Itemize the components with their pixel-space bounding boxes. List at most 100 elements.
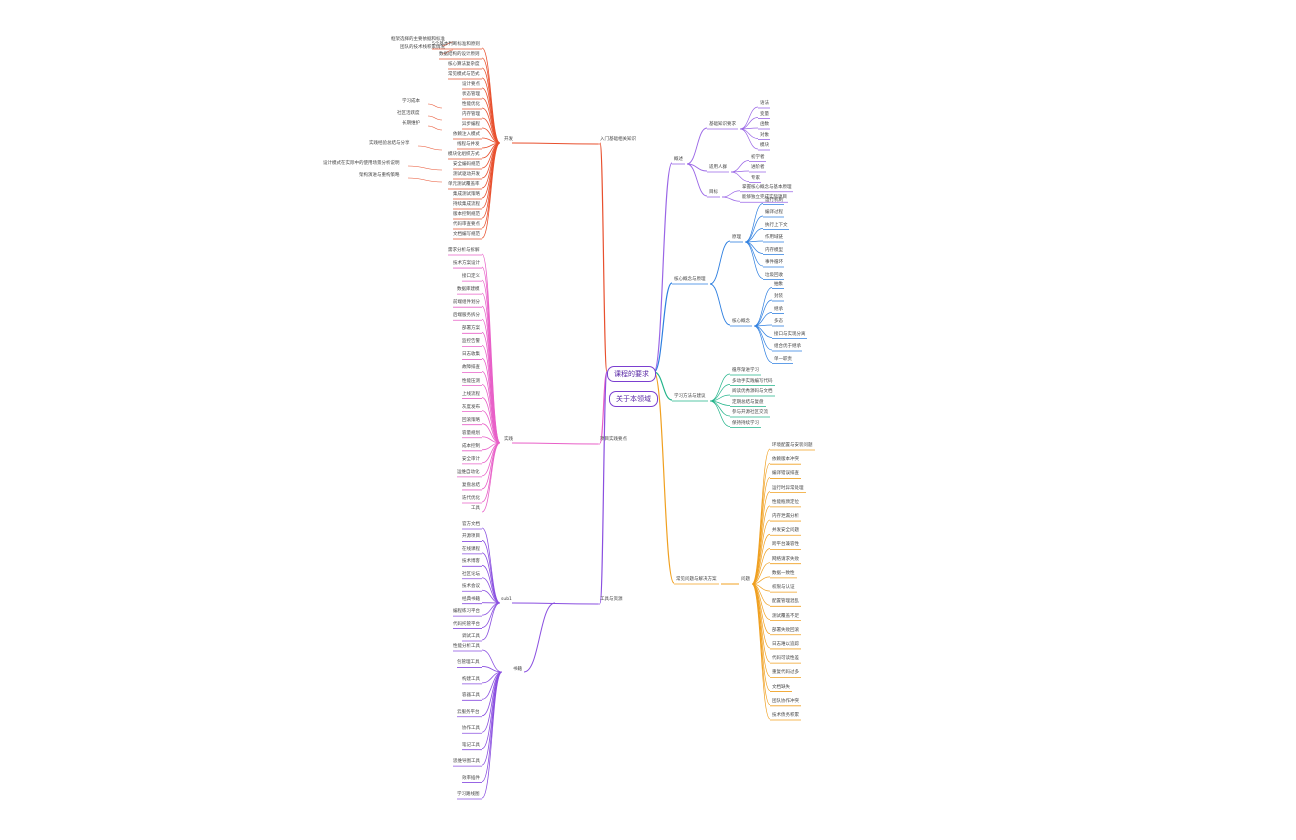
branch-node[interactable]: 核心概念与原理 (674, 277, 706, 282)
leaf-node[interactable]: 后端服务拆分 (453, 313, 480, 319)
leaf-node[interactable]: 官方文档 (462, 522, 480, 527)
leaf-node[interactable]: 依赖注入模式 (453, 132, 480, 137)
leaf-node[interactable]: 内存泄漏分析 (772, 514, 799, 520)
leaf-node[interactable]: 常见模式与范式 (448, 72, 480, 77)
sub-branch-node[interactable]: sub1 (501, 597, 512, 602)
leaf-node[interactable]: 继承 (774, 306, 783, 312)
leaf-node[interactable]: 并发安全问题 (772, 528, 799, 534)
leaf-node[interactable]: 团队协作冲突 (772, 698, 799, 704)
leaf-node[interactable]: 进阶者 (751, 165, 765, 170)
leaf-node[interactable]: 状态管理 (462, 92, 480, 97)
leaf-node[interactable]: 网络请求失败 (772, 556, 799, 562)
leaf-node[interactable]: 编程练习平台 (453, 609, 480, 615)
leaf-node[interactable]: 日志收集 (462, 352, 480, 358)
leaf-node[interactable]: 效率插件 (462, 775, 480, 781)
group-node[interactable]: 原理 (732, 235, 741, 240)
leaf-node[interactable]: 异步编程 (462, 122, 480, 127)
leaf-node[interactable]: 文档编写规范 (453, 232, 480, 237)
leaf-node[interactable]: 容器工具 (462, 693, 480, 699)
branch-node[interactable]: 项目实践要点 (600, 437, 627, 442)
leaf-node[interactable]: 技术会议 (462, 584, 480, 590)
leaf-node[interactable]: 技术博客 (462, 559, 480, 565)
sub-branch-node[interactable]: 问题 (741, 577, 750, 582)
leaf-node[interactable]: 变量 (760, 111, 769, 117)
leaf-node[interactable]: 日志难以追踪 (772, 641, 799, 647)
group-node[interactable]: 核心概念 (732, 319, 750, 324)
leaf-node[interactable]: 垃圾回收 (765, 272, 783, 278)
leaf-node[interactable]: 容量规划 (462, 430, 480, 436)
leaf-node[interactable]: 环境配置与安装问题 (772, 443, 813, 448)
leaf-node[interactable]: 数据库建模 (457, 287, 480, 293)
leaf-node[interactable]: 参与开源社区交流 (732, 410, 768, 415)
leaf-node[interactable]: 核心算法复杂度 (448, 62, 480, 67)
leaf-node[interactable]: 封装 (774, 294, 783, 299)
root-subtitle-node[interactable]: 关于本领域 (609, 391, 658, 407)
leaf-node[interactable]: 多动手实践编写代码 (732, 378, 773, 384)
leaf-node[interactable]: 回滚策略 (462, 417, 480, 423)
leaf-node[interactable]: 事件循环 (765, 260, 783, 265)
sub-branch-node[interactable]: 实践 (504, 437, 513, 442)
leaf-node[interactable]: 技术债务积累 (772, 713, 799, 718)
leaf-node[interactable]: 专家 (751, 175, 760, 181)
leaf-node[interactable]: 编译过程 (765, 210, 783, 215)
leaf-node[interactable]: 安全编码规范 (453, 162, 480, 167)
leaf-node[interactable]: 组合优于继承 (774, 344, 801, 349)
leaf-node[interactable]: 笔记工具 (462, 742, 480, 748)
leaf-node[interactable]: 性能优化 (462, 102, 480, 107)
leaf-node[interactable]: 学习路线图 (457, 792, 480, 797)
note-node[interactable]: 实践经验总结与分享 (369, 141, 410, 146)
leaf-node[interactable]: 权限与认证 (772, 585, 795, 591)
leaf-node[interactable]: 5个基本判断标准和原则 (432, 42, 480, 47)
branch-node[interactable]: 学习方法与建议 (674, 394, 706, 399)
leaf-node[interactable]: 迭代优化 (462, 496, 480, 501)
note-node[interactable]: 社区活跃度 (397, 111, 420, 116)
leaf-node[interactable]: 掌握核心概念与基本原理 (742, 184, 792, 190)
note-node[interactable]: 团队的技术栈积累情况 (400, 45, 445, 50)
leaf-node[interactable]: 抽象 (774, 281, 783, 287)
branch-node[interactable]: 常见问题与解决方案 (676, 577, 717, 582)
leaf-node[interactable]: 部署失败回滚 (772, 627, 799, 633)
leaf-node[interactable]: 成本控制 (462, 443, 480, 449)
leaf-node[interactable]: 技术方案设计 (453, 261, 480, 267)
leaf-node[interactable]: 文档缺失 (772, 684, 790, 690)
leaf-node[interactable]: 对象 (760, 132, 769, 138)
leaf-node[interactable]: 性能瓶颈定位 (772, 499, 799, 505)
leaf-node[interactable]: 代码托管平台 (453, 621, 480, 627)
leaf-node[interactable]: 作用域链 (765, 235, 783, 240)
leaf-node[interactable]: 安全审计 (462, 456, 480, 462)
leaf-node[interactable]: 配置管理混乱 (772, 599, 799, 605)
leaf-node[interactable]: 初学者 (751, 154, 765, 160)
leaf-node[interactable]: 前端组件划分 (453, 300, 480, 306)
leaf-node[interactable]: 性能压测 (462, 378, 480, 384)
sub-branch-node[interactable]: 书籍 (513, 667, 522, 672)
leaf-node[interactable]: 灰度发布 (462, 404, 480, 410)
leaf-node[interactable]: 集成测试策略 (453, 192, 480, 197)
leaf-node[interactable]: 构建工具 (462, 676, 480, 682)
leaf-node[interactable]: 故障排查 (462, 365, 480, 371)
group-node[interactable]: 适用人群 (709, 165, 727, 170)
leaf-node[interactable]: 定期总结与复盘 (732, 399, 764, 405)
leaf-node[interactable]: 单元测试覆盖率 (448, 182, 480, 187)
leaf-node[interactable]: 依赖版本冲突 (772, 457, 799, 463)
leaf-node[interactable]: 协作工具 (462, 726, 480, 732)
leaf-node[interactable]: 模块 (760, 143, 769, 148)
leaf-node[interactable]: 版本控制规范 (453, 212, 480, 217)
leaf-node[interactable]: 持续集成流程 (453, 202, 480, 207)
branch-node[interactable]: 工具与资源 (600, 597, 623, 602)
leaf-node[interactable]: 代码审查要点 (453, 222, 480, 227)
leaf-node[interactable]: 包管理工具 (457, 660, 480, 666)
group-node[interactable]: 基础知识要求 (709, 122, 736, 127)
leaf-node[interactable]: 语法 (760, 101, 769, 106)
leaf-node[interactable]: 运行时异常处理 (772, 485, 804, 491)
leaf-node[interactable]: 模块化组织方式 (448, 152, 480, 157)
leaf-node[interactable]: 内存模型 (765, 247, 783, 253)
note-node[interactable]: 学习成本 (402, 99, 420, 104)
leaf-node[interactable]: 多态 (774, 319, 783, 324)
leaf-node[interactable]: 单一职责 (774, 356, 792, 362)
leaf-node[interactable]: 运行机制 (765, 197, 783, 203)
leaf-node[interactable]: 社区论坛 (462, 571, 480, 577)
leaf-node[interactable]: 线程与并发 (457, 142, 480, 147)
leaf-node[interactable]: 思维导图工具 (453, 759, 480, 765)
leaf-node[interactable]: 需求分析与拆解 (448, 248, 480, 253)
leaf-node[interactable]: 循序渐进学习 (732, 368, 759, 373)
